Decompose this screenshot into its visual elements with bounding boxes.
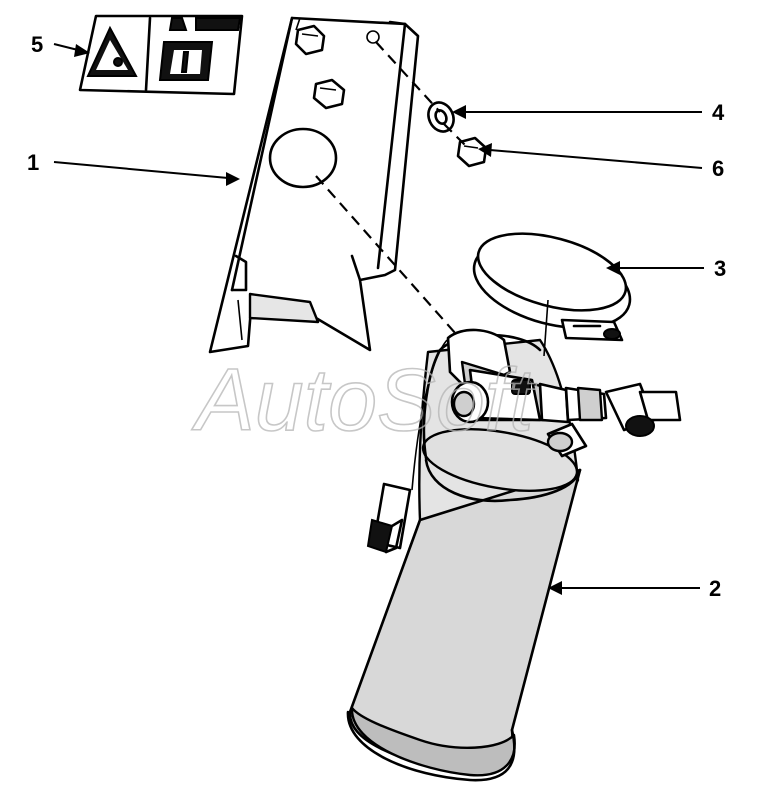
cylinder-clip — [366, 482, 412, 554]
hex-nut — [456, 136, 488, 168]
warning-label — [78, 14, 244, 96]
callout-1: 1 — [27, 150, 39, 175]
mounting-bracket — [208, 16, 420, 354]
callout-numbers: 1 2 3 4 5 6 — [27, 32, 726, 601]
callout-5: 5 — [31, 32, 43, 57]
callout-4: 4 — [712, 100, 725, 125]
receiver-drier-cylinder — [346, 333, 582, 782]
watermark: AutoSoft — [191, 350, 537, 449]
callout-6: 6 — [712, 156, 724, 181]
assembly-dashed-lines — [315, 41, 467, 335]
callout-3: 3 — [714, 256, 726, 281]
bracket-nuts — [294, 24, 380, 110]
washer — [427, 101, 455, 133]
clamp-band — [472, 232, 632, 357]
valve-head-fittings — [446, 328, 682, 458]
leader-lines — [53, 43, 704, 595]
callout-2: 2 — [709, 576, 721, 601]
